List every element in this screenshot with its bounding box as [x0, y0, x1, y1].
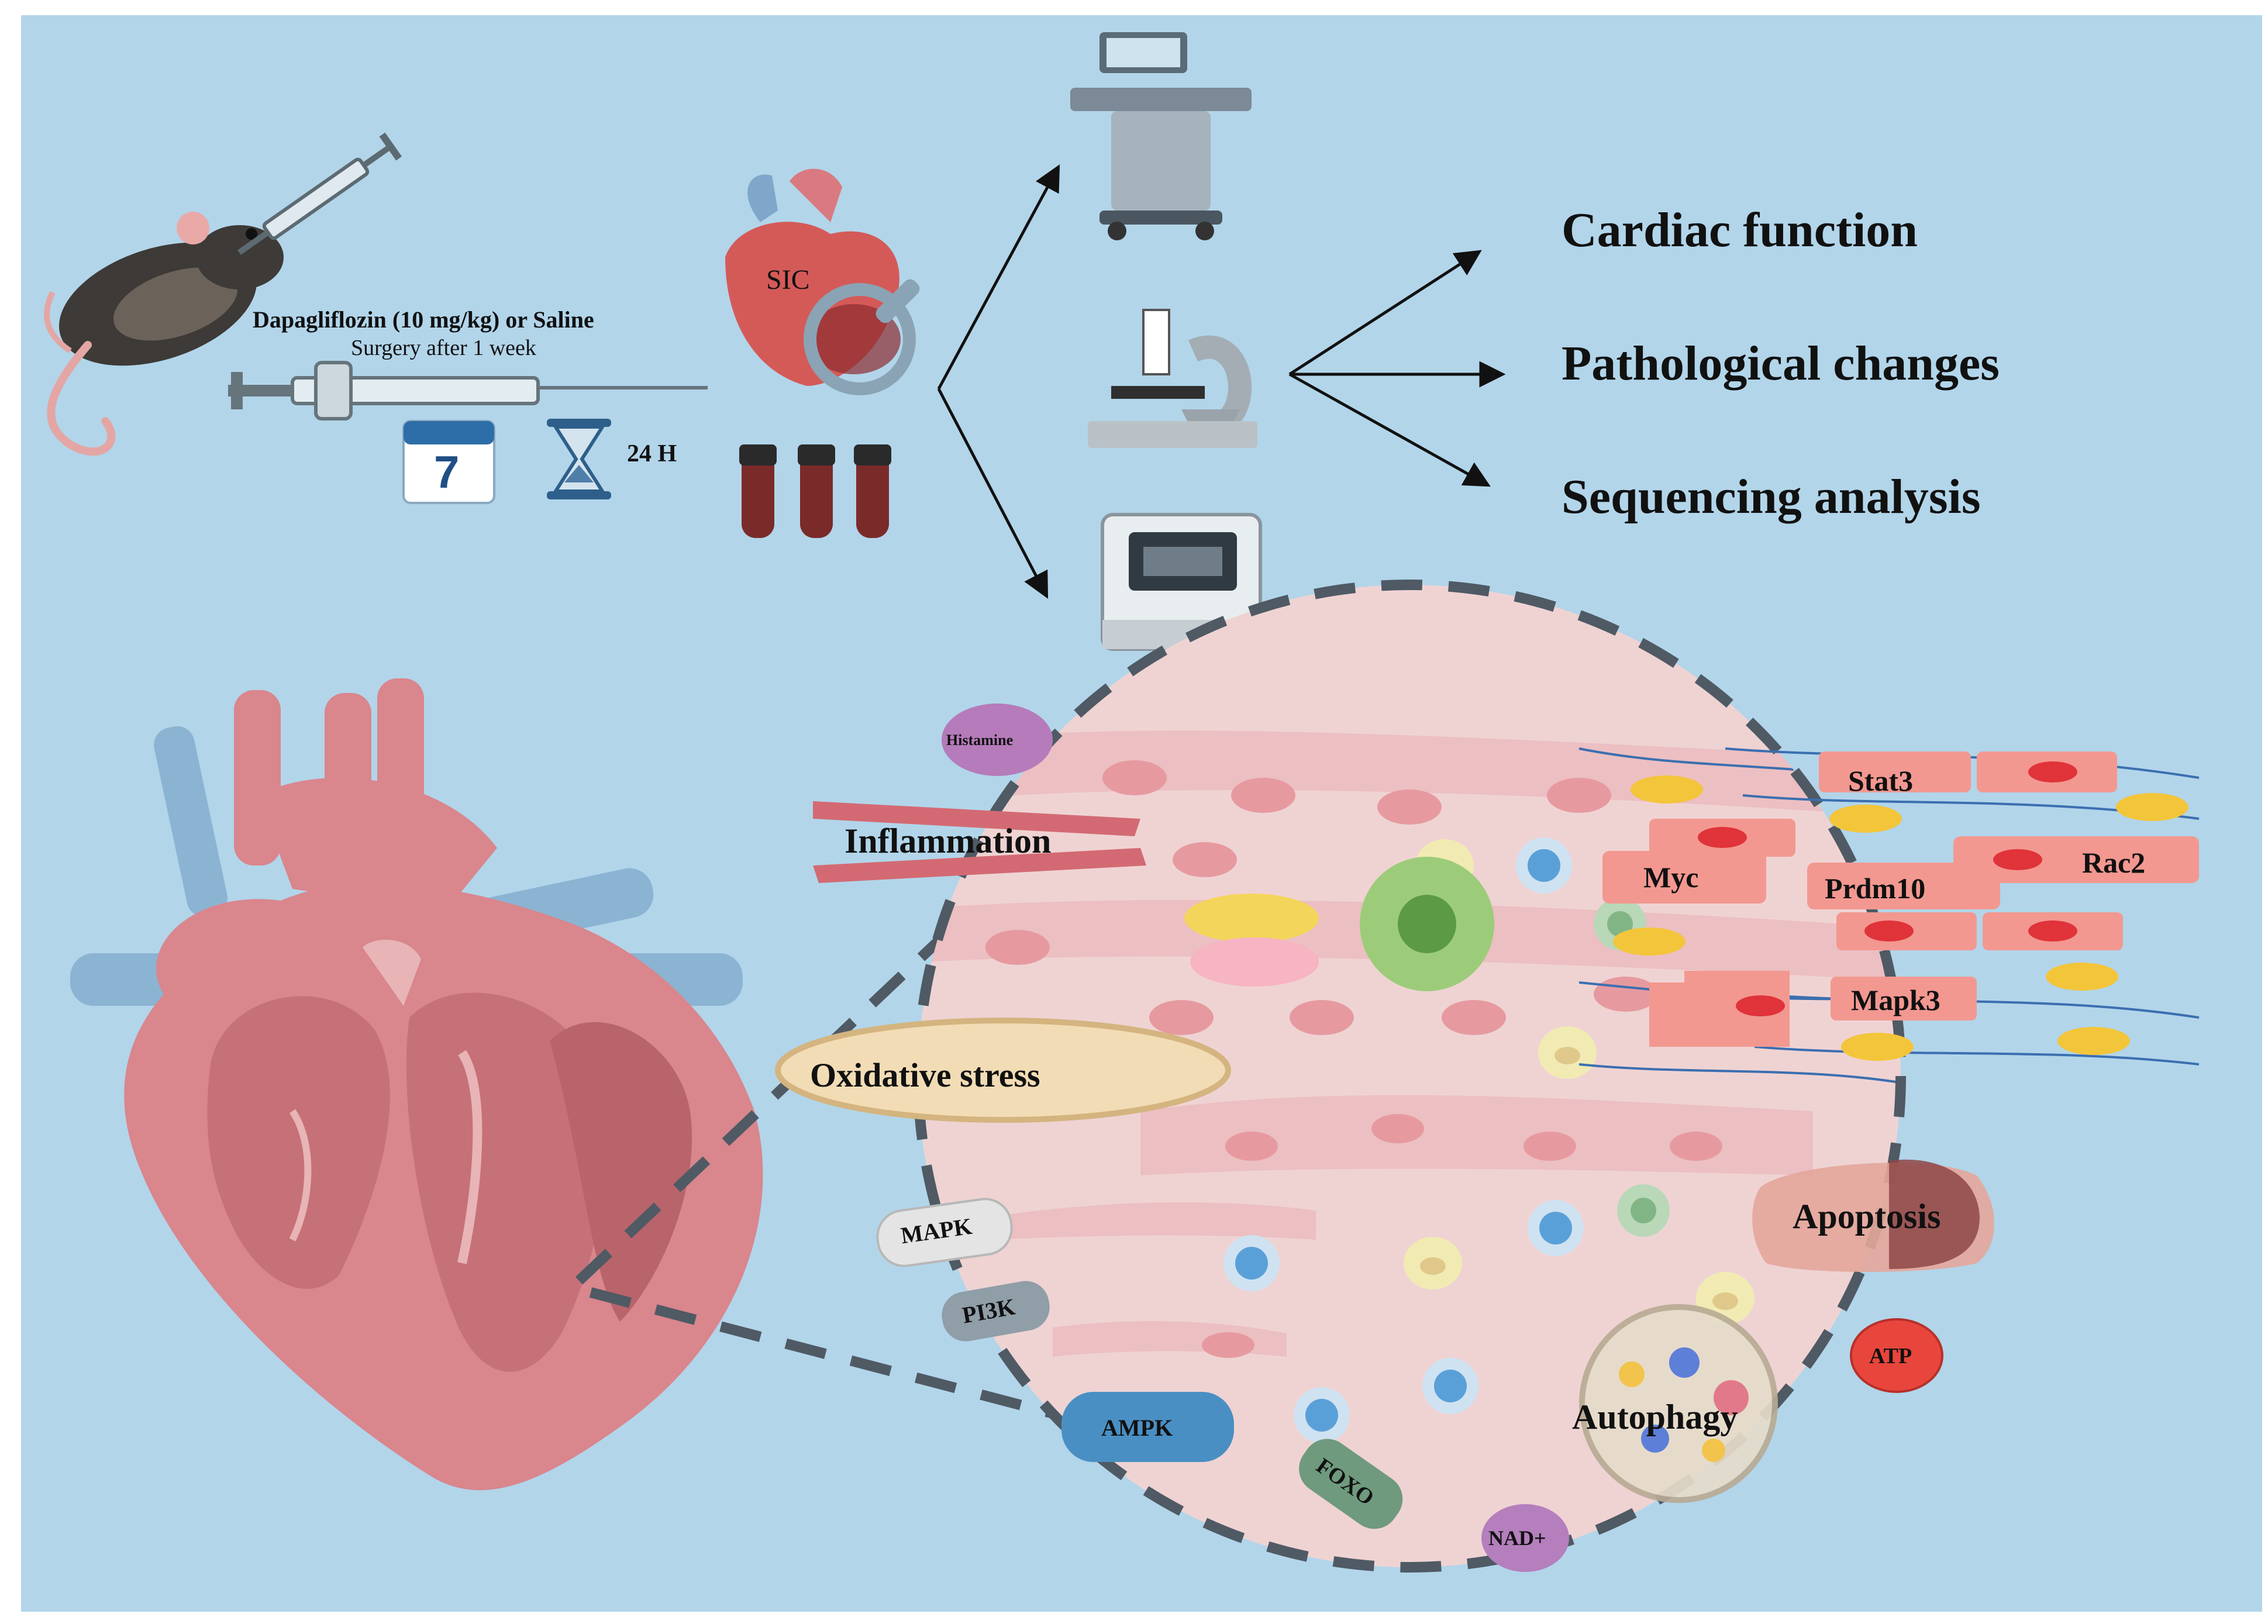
timer-label: 24 H: [627, 440, 677, 467]
arrow-to-cardiac: [1288, 250, 1482, 376]
histamine-label: Histamine: [946, 732, 1014, 749]
ampk-badge: [1061, 1392, 1234, 1462]
nad-label: NAD+: [1488, 1526, 1546, 1550]
surgery-label: Surgery after 1 week: [351, 336, 536, 360]
mouse-icon: [44, 212, 284, 456]
outcome-cardiac-function: Cardiac function: [1562, 203, 1918, 257]
gene-stat3: Stat3: [1848, 764, 1914, 797]
autophagosome-icon: [1579, 1304, 1778, 1503]
cardiomyocyte-cluster: [1602, 751, 2199, 1047]
oxidative-stress-label: Oxidative stress: [810, 1056, 1040, 1094]
gene-rac2: Rac2: [2082, 846, 2146, 879]
atp-label: ATP: [1869, 1344, 1912, 1368]
outcome-sequencing-analysis: Sequencing analysis: [1562, 470, 1981, 524]
gene-mapk3: Mapk3: [1851, 984, 1940, 1016]
arrow-to-sequencer: [937, 388, 1049, 599]
syringe-icon-bottom: [228, 361, 708, 420]
blood-tubes-icon: [739, 444, 891, 538]
inflammation-label: Inflammation: [845, 822, 1052, 860]
foxo-badge: [1299, 1439, 1403, 1529]
histamine-badge: [942, 704, 1053, 776]
hourglass-icon: [547, 419, 611, 499]
arrow-to-ultrasound: [937, 164, 1060, 390]
zoom-line-lower: [589, 1287, 1084, 1426]
apoptosis-label: Apoptosis: [1793, 1197, 1941, 1236]
mapk-badge: [876, 1198, 1013, 1267]
apoptotic-cell-icon: [1752, 1159, 1994, 1272]
drug-label: Dapagliflozin (10 mg/kg) or Saline: [253, 306, 594, 333]
microscope-icon: [1088, 309, 1257, 448]
arrow-to-sequencing: [1288, 373, 1491, 487]
calendar-icon: [402, 420, 495, 504]
heart-illustration: [70, 678, 763, 1491]
inflammation-ribbon: [813, 801, 1146, 883]
syringe-icon-top: [237, 132, 402, 255]
sic-label: SIC: [766, 264, 810, 295]
autophagy-label: Autophagy: [1572, 1398, 1738, 1436]
gene-prdm10: Prdm10: [1825, 872, 1926, 905]
atp-badge: [1850, 1318, 1943, 1393]
calendar-day: 7: [434, 446, 460, 498]
sic-heart-icon: [725, 168, 920, 395]
ampk-label: AMPK: [1101, 1415, 1173, 1441]
ultrasound-machine-icon: [1070, 32, 1252, 240]
outcome-pathological-changes: Pathological changes: [1562, 336, 2000, 391]
gene-myc: Myc: [1643, 861, 1699, 894]
mitochondrion-icon: [775, 1018, 1231, 1123]
nad-badge: [1481, 1504, 1569, 1572]
pi3k-badge: [942, 1281, 1050, 1342]
